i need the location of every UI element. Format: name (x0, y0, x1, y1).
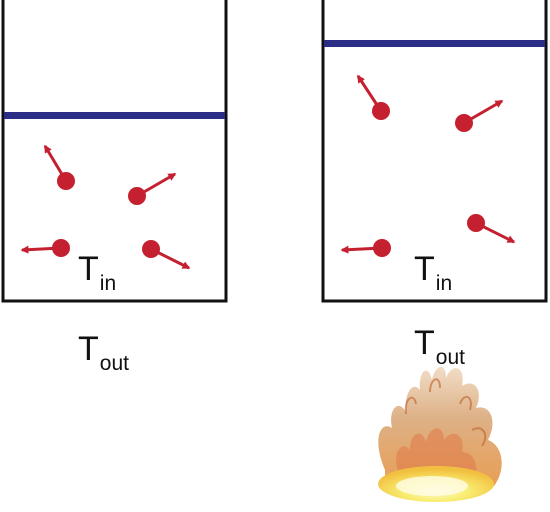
container-left (1, 0, 228, 303)
piston-left (4, 112, 225, 119)
molecule (128, 172, 177, 205)
molecule (455, 99, 504, 132)
molecule (356, 74, 390, 120)
outside-subscript: out (99, 352, 129, 375)
temperature-inside-label-right: Tin (414, 250, 452, 294)
molecule (43, 144, 75, 190)
molecules-right (340, 74, 516, 257)
container-left-walls (1, 0, 228, 303)
inside-subscript: in (435, 272, 453, 295)
container-right-walls (321, 0, 548, 303)
container-right (321, 0, 548, 303)
temperature-symbol: T (414, 324, 435, 362)
inside-subscript: in (99, 272, 117, 295)
molecule (340, 239, 391, 257)
temperature-inside-label-left: Tin (78, 250, 116, 294)
temperature-outside-label-left: Tout (78, 330, 129, 374)
piston-right (324, 40, 545, 47)
molecule (142, 240, 191, 270)
temperature-symbol: T (78, 250, 99, 288)
molecule (20, 239, 70, 257)
temperature-symbol: T (78, 330, 99, 368)
molecule (467, 214, 516, 244)
temperature-outside-label-right: Tout (414, 324, 465, 368)
temperature-symbol: T (414, 250, 435, 288)
outside-subscript: out (435, 346, 465, 369)
molecules-left (20, 144, 191, 270)
flame-icon (378, 366, 502, 502)
